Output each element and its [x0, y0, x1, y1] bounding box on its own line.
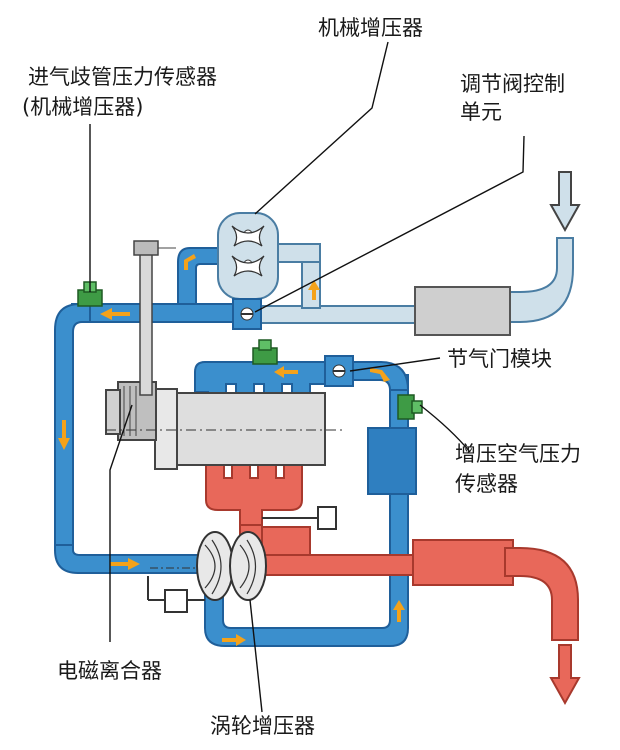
control-unit-label-line1: 调节阀控制: [460, 72, 565, 96]
intake-manifold-sensor-label-line1: 进气歧管压力传感器: [28, 65, 217, 89]
manifold-sensor: [252, 339, 278, 365]
charged-air-circuit: [54, 247, 410, 647]
throttle-module-label: 节气门模块: [447, 347, 552, 371]
air-inlet-arrow: [549, 171, 581, 233]
control-unit-label-line2: 单元: [460, 100, 502, 124]
exhaust-circuit: [205, 461, 579, 641]
supercharger: [217, 212, 279, 300]
turbocharger: [150, 531, 267, 601]
leader-lines: [89, 41, 525, 713]
flow-arrow: [110, 558, 140, 570]
boost-sensor-label-line2: 传感器: [455, 472, 518, 496]
control-flap-valve: [232, 298, 262, 330]
flow-arrow: [308, 280, 320, 300]
flow-arrow: [184, 254, 196, 270]
flow-arrows: [58, 254, 405, 646]
flow-arrow: [100, 308, 130, 320]
intake-manifold-sensor-label-line2: (机械增压器): [22, 95, 144, 119]
flow-arrow: [370, 368, 390, 382]
engine-block: [105, 381, 345, 470]
intercooler: [367, 427, 417, 495]
wastegate-actuator: [262, 506, 337, 530]
supercharger-label: 机械增压器: [318, 16, 423, 40]
boost-sensor-label-line1: 增压空气压力: [455, 442, 581, 466]
boost-pressure-sensor: [397, 394, 423, 420]
flow-arrow: [222, 634, 246, 646]
fresh-air-intake: [249, 237, 574, 336]
clutch-label: 电磁离合器: [57, 659, 162, 683]
turbocharger-label: 涡轮增压器: [210, 714, 315, 738]
flow-arrow: [58, 420, 70, 450]
flow-arrow: [393, 600, 405, 622]
flow-arrow: [274, 366, 298, 378]
air-filter: [414, 286, 511, 336]
belt-drive: [133, 240, 176, 396]
throttle-valve: [324, 355, 354, 387]
exhaust-outlet-arrow: [549, 644, 581, 706]
muffler: [412, 539, 514, 586]
recirculation-valve: [147, 576, 205, 613]
